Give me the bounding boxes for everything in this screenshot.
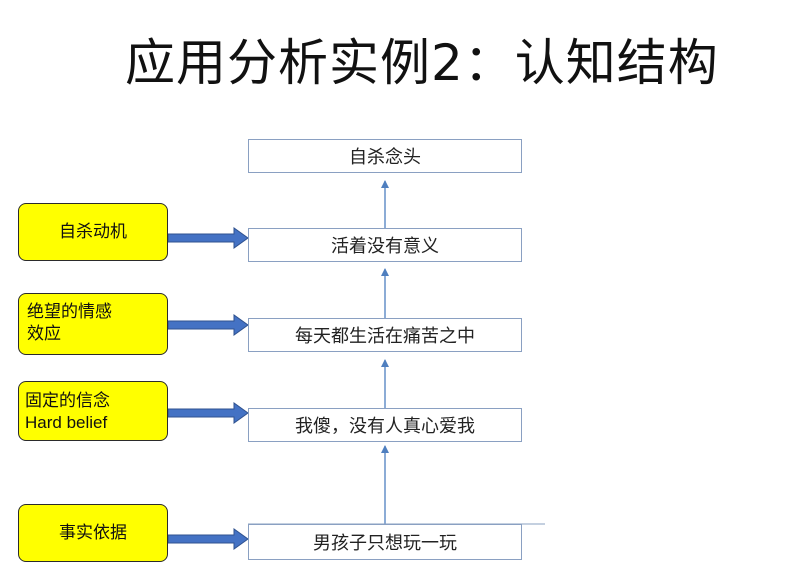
label-factual-basis: 事实依据 <box>18 504 168 562</box>
chain-box-daily-pain: 每天都生活在痛苦之中 <box>248 318 522 352</box>
label-text: Hard belief <box>25 413 108 432</box>
chain-box-suicidal-thought: 自杀念头 <box>248 139 522 173</box>
label-despair-emotion: 绝望的情感 效应 <box>18 293 168 355</box>
chain-box-boys-just-play: 男孩子只想玩一玩 <box>248 524 522 560</box>
block-arrow <box>167 227 249 249</box>
label-text: 固定的信念 <box>25 391 110 411</box>
label-fixed-belief: 固定的信念 Hard belief <box>18 381 168 441</box>
label-suicide-motive: 自杀动机 <box>18 203 168 261</box>
label-text: 绝望的情感 <box>27 302 112 322</box>
chain-box-life-meaningless: 活着没有意义 <box>248 228 522 262</box>
block-arrow <box>167 528 249 550</box>
chain-box-no-one-loves-me: 我傻，没有人真心爱我 <box>248 408 522 442</box>
slide-title: 应用分析实例2：认知结构 <box>125 34 719 92</box>
block-arrow <box>167 402 249 424</box>
label-text: 事实依据 <box>59 523 127 543</box>
label-text: 效应 <box>27 324 61 344</box>
label-text: 自杀动机 <box>59 222 127 242</box>
block-arrow <box>167 314 249 336</box>
